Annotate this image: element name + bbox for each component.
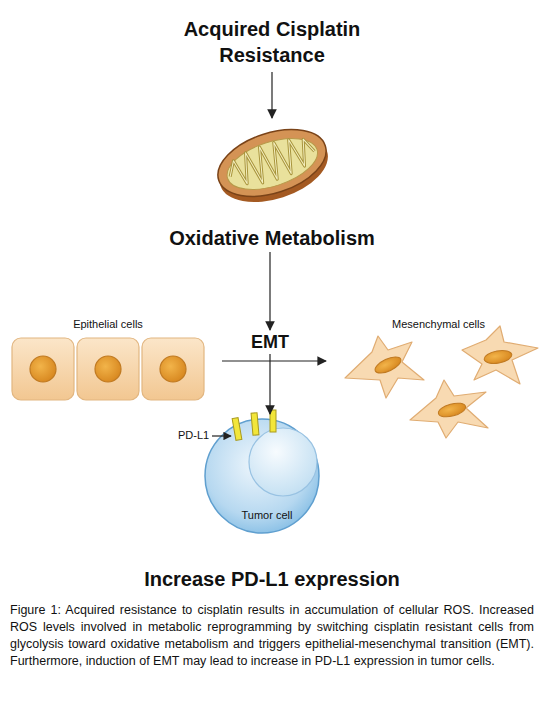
flow-arrow [269,354,270,414]
mitochondrion-cristae [224,131,319,192]
cell-nucleus [437,401,467,420]
flow-arrow [269,252,270,330]
epithelial-cell [12,338,74,400]
stage-title: EMT [240,331,300,353]
pd-l1-receptor [251,413,259,435]
pd-l1-receptor [270,410,276,432]
stage-title: Increase PD-L1 expression [130,566,414,592]
mitochondrion-node: Oxidative Metabolism [150,118,394,252]
mitochondrion-matrix [221,129,324,200]
leader-arrow [212,435,231,436]
pd-l1-receptor [232,418,242,441]
tumor-cell-illustration [205,410,319,533]
stage-title: Acquired Cisplatin Resistance [160,16,384,68]
mitochondrion-cristae-highlight [224,131,319,192]
cell-nucleus [373,354,403,377]
node-label: Mesenchymal cells [336,317,541,331]
stage-heading: Acquired Cisplatin Resistance [160,14,384,72]
mesenchymal-cell [410,380,488,438]
cell-nucleus [95,356,121,382]
epithelial-cell [77,338,139,400]
epithelial-node: Epithelial cells [8,316,208,404]
epithelial-cells-illustration [12,338,204,400]
emt-node: EMT [240,330,300,354]
node-label: Epithelial cells [8,317,208,331]
protein-label: PD-L1 [178,429,209,441]
epithelial-cell [142,338,204,400]
cell-nucleus [483,349,513,366]
flow-arrow [222,360,326,361]
tumor-cell-nucleus [249,428,317,496]
stage-title: Oxidative Metabolism [150,226,394,250]
cell-nucleus [160,356,186,382]
mesenchymal-cells-illustration [345,326,538,438]
mitochondrion-illustration [209,117,336,214]
flow-arrow [271,72,272,118]
mesenchymal-cell [345,336,424,398]
mitochondrion-membrane [209,117,334,209]
tumor-cell-membrane [205,419,319,533]
cell-nucleus [30,356,56,382]
node-label: Tumor cell [222,508,312,522]
mesenchymal-cell [462,326,538,384]
mesenchymal-node: Mesenchymal cells [336,316,541,426]
figure-caption: Figure 1: Acquired resistance to cisplat… [10,602,534,670]
tumor-cell-node: Tumor cellIncrease PD-L1 expression [140,414,404,594]
